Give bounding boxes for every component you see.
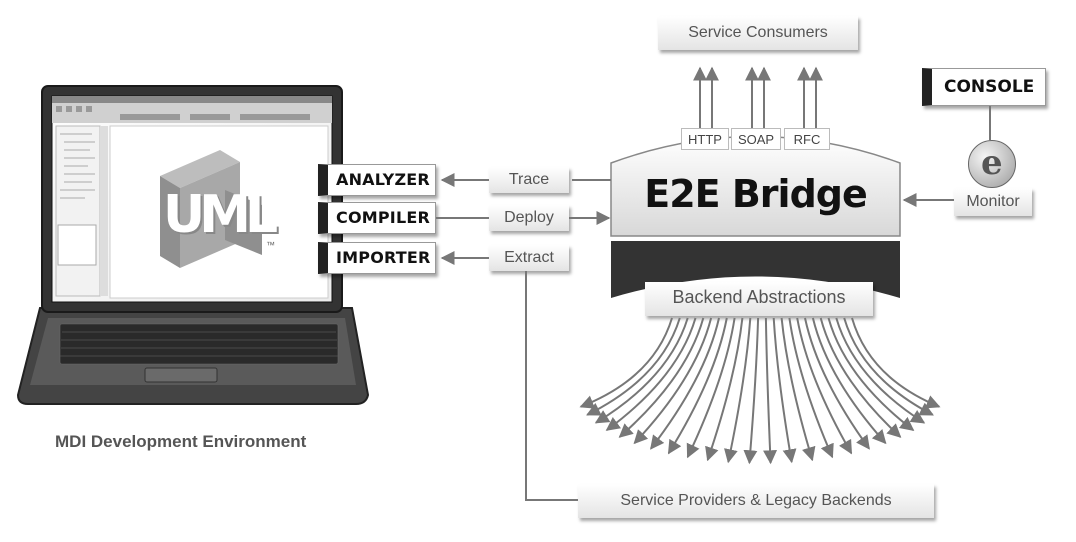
screen-tree-lines <box>60 133 95 199</box>
analyzer-box[interactable]: ANALYZER <box>318 164 436 196</box>
laptop-illustration <box>16 85 370 405</box>
http-protocol: HTTP <box>681 128 729 150</box>
trace-label-box: Trace <box>489 167 569 193</box>
screen-tree-panel <box>55 125 101 297</box>
laptop-touchpad <box>144 367 218 383</box>
laptop-keyboard-keys <box>60 331 338 357</box>
service-consumers-box: Service Consumers <box>658 16 858 50</box>
trademark-mark: ™ <box>266 240 275 250</box>
uml-logo-letters: UML <box>163 185 278 245</box>
soap-protocol: SOAP <box>731 128 781 150</box>
screen-toolbar-buttons <box>56 106 310 120</box>
e2e-bridge-title: E2E Bridge <box>644 172 868 216</box>
laptop-keyboard <box>59 323 339 365</box>
compiler-box[interactable]: COMPILER <box>318 202 436 234</box>
environment-caption: MDI Development Environment <box>55 432 307 451</box>
screen-titlebar <box>52 96 332 103</box>
extract-label-box: Extract <box>489 245 569 271</box>
screen-palette <box>100 126 108 296</box>
rfc-protocol: RFC <box>784 128 830 150</box>
service-providers-box: Service Providers & Legacy Backends <box>578 484 934 518</box>
importer-box[interactable]: IMPORTER <box>318 242 436 274</box>
console-box[interactable]: CONSOLE <box>922 68 1046 106</box>
deploy-label-box: Deploy <box>489 205 569 231</box>
monitor-label-box: Monitor <box>954 188 1032 216</box>
screen-preview-panel <box>57 224 97 266</box>
backend-abstractions-box: Backend Abstractions <box>645 282 873 316</box>
browser-icon: e <box>968 140 1016 188</box>
uml-logo <box>160 150 262 268</box>
